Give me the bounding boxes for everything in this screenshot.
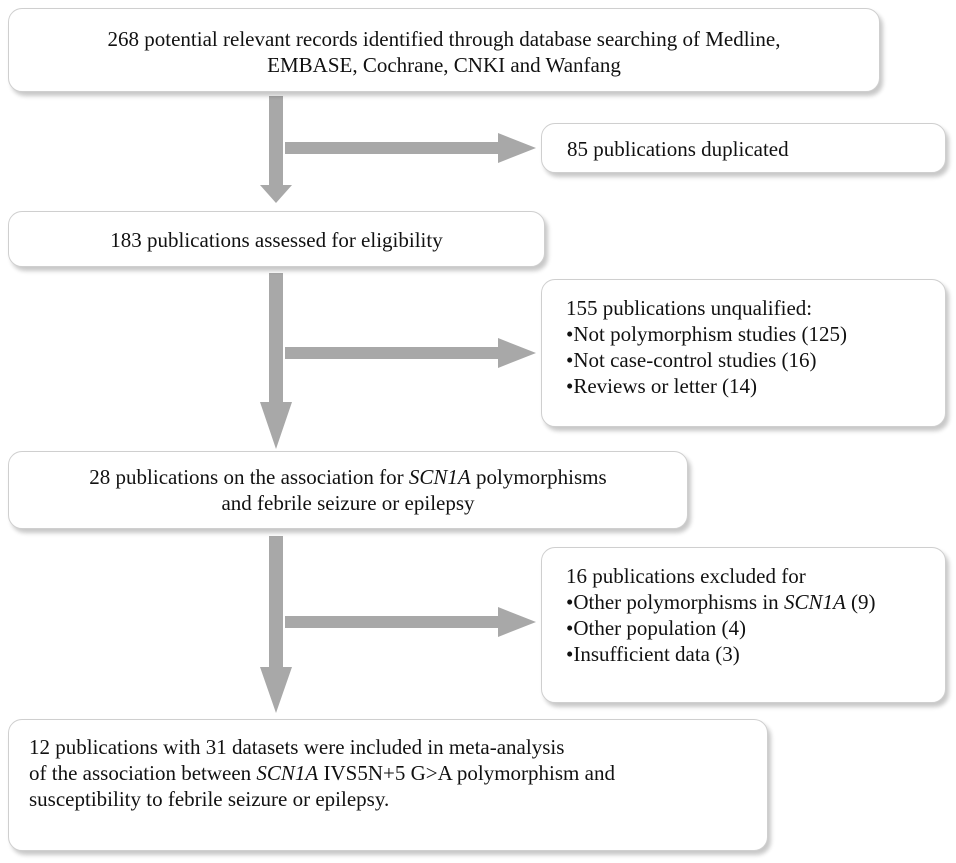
gene-name: SCN1A bbox=[256, 761, 319, 785]
arrow-down-1 bbox=[260, 96, 292, 203]
unqualified-box: 155 publications unqualified: Not polymo… bbox=[541, 279, 946, 427]
arrow-right-1 bbox=[285, 133, 536, 163]
gene-name: SCN1A bbox=[408, 465, 471, 489]
duplicated-text: 85 publications duplicated bbox=[567, 137, 789, 161]
excluded-item: Other polymorphisms in SCN1A (9) bbox=[566, 589, 945, 615]
arrow-down-3 bbox=[260, 536, 292, 713]
included-line-1: 12 publications with 31 datasets were in… bbox=[29, 735, 565, 759]
duplicated-box: 85 publications duplicated bbox=[541, 123, 946, 173]
association-box: 28 publications on the association for S… bbox=[8, 451, 688, 529]
gene-name: SCN1A bbox=[783, 590, 846, 614]
assessed-box: 183 publications assessed for eligibilit… bbox=[8, 211, 545, 267]
records-identified-line-2: EMBASE, Cochrane, CNKI and Wanfang bbox=[267, 53, 621, 77]
unqualified-item: Not polymorphism studies (125) bbox=[566, 321, 945, 347]
arrow-right-2 bbox=[285, 338, 536, 368]
association-line-1: 28 publications on the association for S… bbox=[89, 465, 607, 489]
unqualified-item: Reviews or letter (14) bbox=[566, 373, 945, 399]
assessed-text: 183 publications assessed for eligibilit… bbox=[110, 228, 443, 252]
excluded-item: Other population (4) bbox=[566, 615, 945, 641]
association-line-2: and febrile seizure or epilepsy bbox=[221, 491, 475, 515]
included-line-2: of the association between SCN1A IVS5N+5… bbox=[29, 761, 615, 785]
excluded-item: Insufficient data (3) bbox=[566, 641, 945, 667]
unqualified-heading: 155 publications unqualified: bbox=[566, 296, 813, 320]
arrow-down-2 bbox=[260, 273, 292, 449]
included-box: 12 publications with 31 datasets were in… bbox=[8, 719, 768, 851]
excluded-heading: 16 publications excluded for bbox=[566, 564, 806, 588]
records-identified-box: 268 potential relevant records identifie… bbox=[8, 8, 880, 92]
included-line-3: susceptibility to febrile seizure or epi… bbox=[29, 787, 390, 811]
records-identified-line-1: 268 potential relevant records identifie… bbox=[107, 27, 781, 51]
arrow-right-3 bbox=[285, 607, 536, 637]
excluded-box: 16 publications excluded for Other polym… bbox=[541, 547, 946, 703]
unqualified-item: Not case-control studies (16) bbox=[566, 347, 945, 373]
